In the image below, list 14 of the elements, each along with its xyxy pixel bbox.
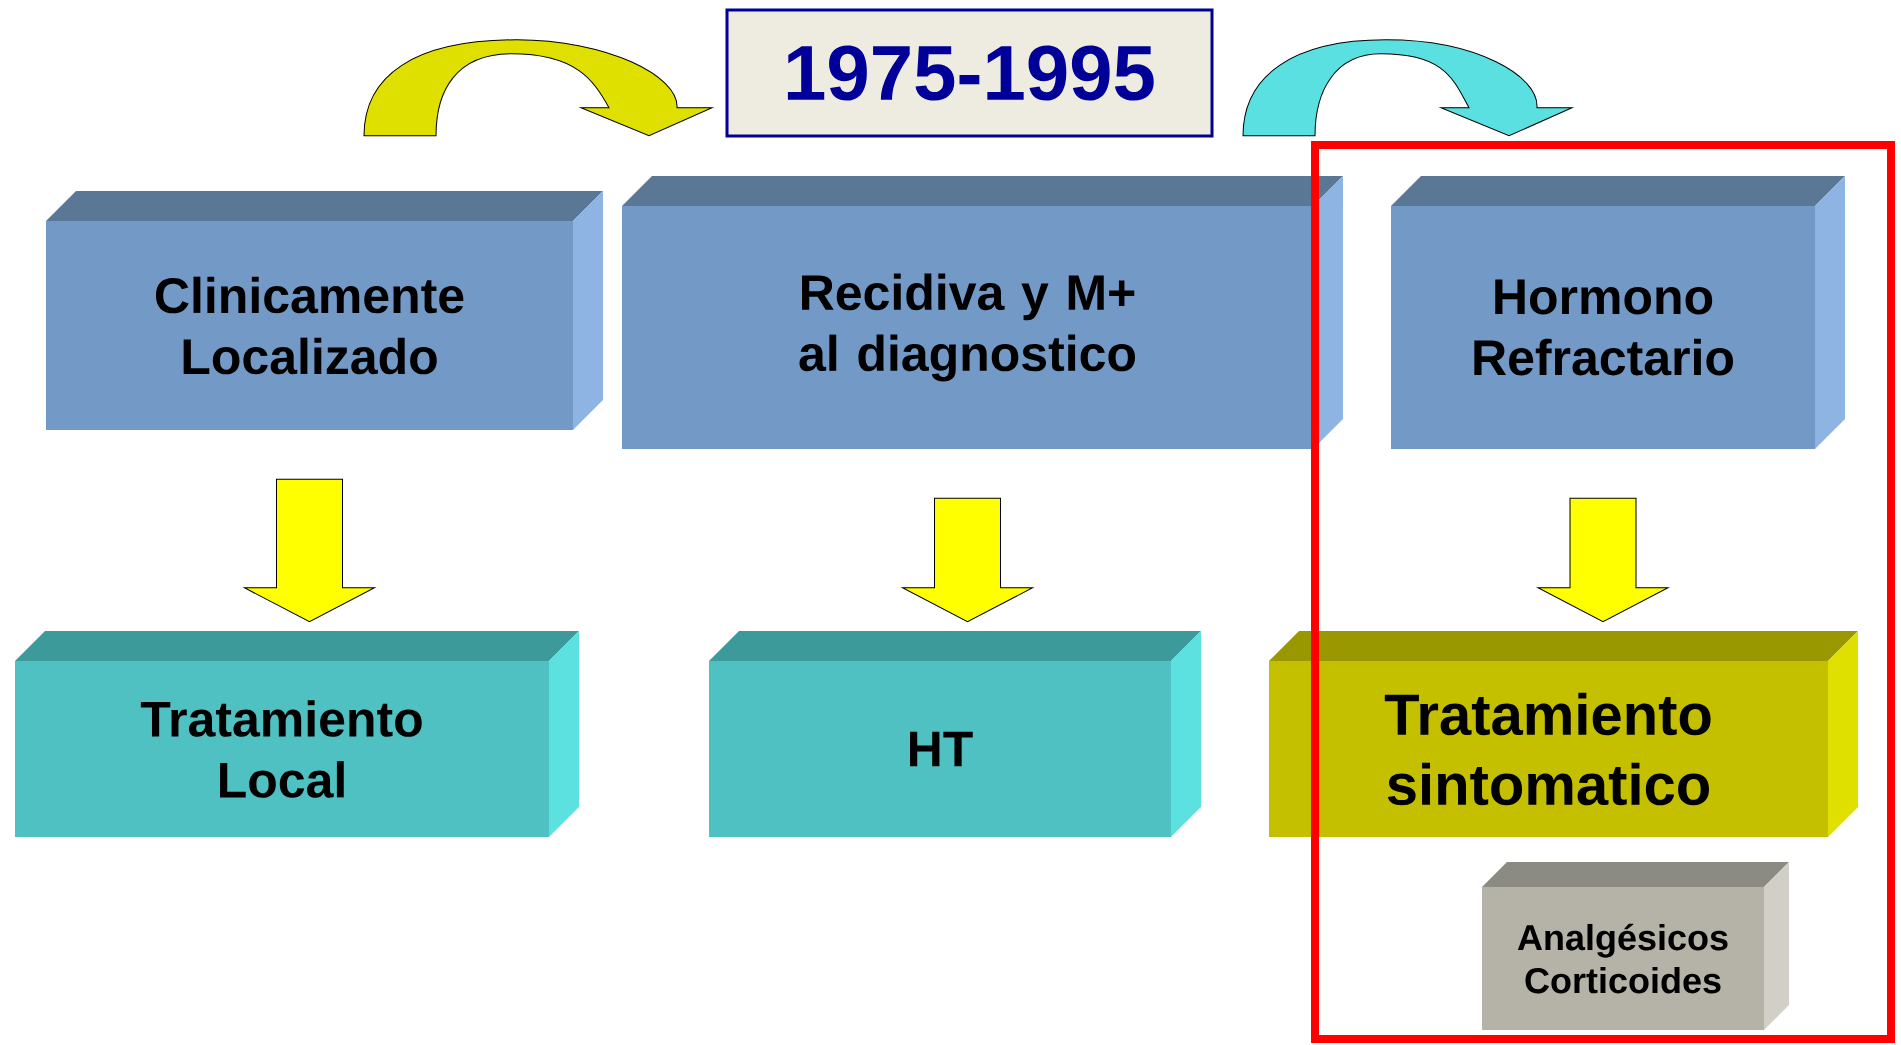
block-arrow bbox=[244, 478, 375, 623]
highlight-frame bbox=[1311, 141, 1895, 1043]
block-box: HT bbox=[709, 631, 1201, 837]
block-box: Analgésicos Corticoides bbox=[1482, 862, 1789, 1030]
curved-arrow bbox=[363, 39, 713, 137]
block-box: Tratamiento Local bbox=[15, 631, 579, 837]
title-box: 1975-1995 bbox=[725, 8, 1214, 138]
block-arrow bbox=[1537, 497, 1669, 623]
block-box: Recidiva y M+ al diagnostico bbox=[622, 176, 1343, 449]
block-box: Clinicamente Localizado bbox=[46, 191, 603, 430]
block-arrow bbox=[902, 497, 1033, 623]
curved-arrow bbox=[1242, 39, 1573, 137]
block-box: Hormono Refractario bbox=[1391, 176, 1845, 449]
block-box: Tratamiento sintomatico bbox=[1269, 631, 1858, 837]
